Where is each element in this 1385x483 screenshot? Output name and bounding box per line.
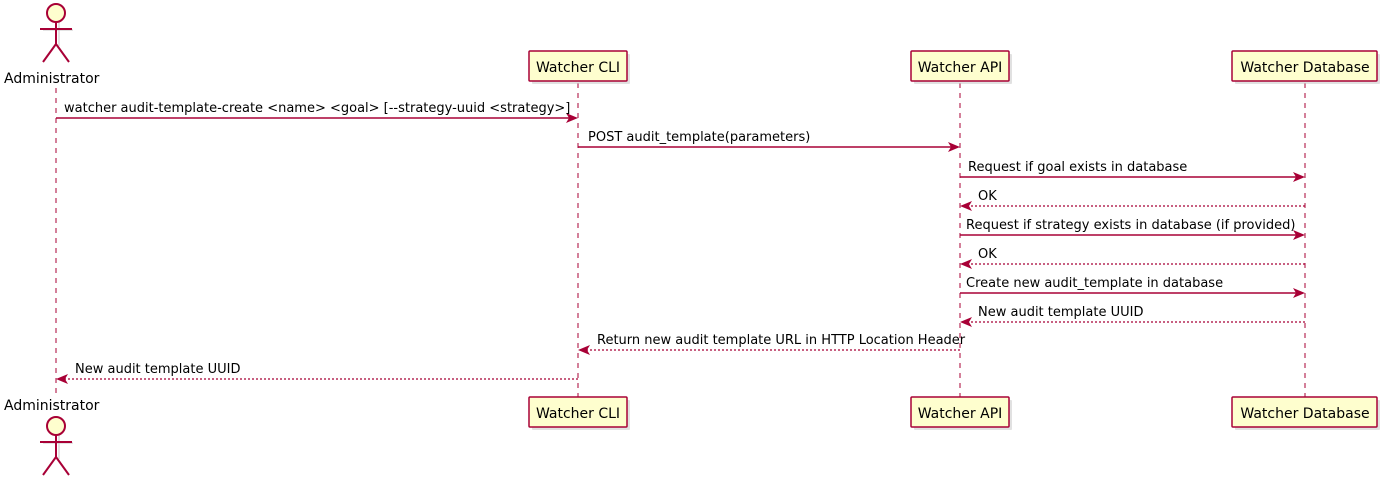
message-2[interactable]: POST audit_template(parameters) xyxy=(578,130,960,152)
message-arrowhead-8 xyxy=(960,317,972,327)
participant-box-watcher-cli-top[interactable]: Watcher CLI xyxy=(528,50,630,84)
message-9[interactable]: Return new audit template URL in HTTP Lo… xyxy=(578,333,966,355)
message-3[interactable]: Request if goal exists in database xyxy=(960,160,1305,182)
actor-head-icon-bottom xyxy=(46,416,66,436)
actor-shadow-bottom xyxy=(43,435,73,459)
message-arrowhead-7 xyxy=(1293,288,1305,298)
message-label-6: OK xyxy=(978,247,997,262)
actor-leg-left-icon xyxy=(42,43,57,63)
participant-box-watcher-cli-bottom[interactable]: Watcher CLI xyxy=(528,396,630,430)
participant-rect-watcher-api-top xyxy=(910,50,1010,82)
participant-rect-watcher-api-bottom xyxy=(910,396,1010,428)
lifelines xyxy=(55,83,1306,398)
message-arrowhead-2 xyxy=(948,142,960,152)
message-arrowhead-10 xyxy=(56,374,68,384)
actor-label-administrator-bottom: Administrator xyxy=(4,398,100,414)
participant-box-watcher-api-bottom[interactable]: Watcher API xyxy=(910,396,1012,430)
actor-label-administrator-top: Administrator xyxy=(4,71,100,87)
actor-shadow-top xyxy=(43,22,73,46)
message-arrowhead-1 xyxy=(566,113,578,123)
message-10[interactable]: New audit template UUID xyxy=(56,362,578,384)
message-7[interactable]: Create new audit_template in database xyxy=(960,276,1305,298)
message-4[interactable]: OK xyxy=(960,189,1305,211)
message-arrowhead-3 xyxy=(1293,172,1305,182)
message-label-5: Request if strategy exists in database (… xyxy=(966,218,1295,233)
participant-rect-watcher-database-bottom xyxy=(1231,396,1378,428)
participant-label-watcher-database-bottom: Watcher Database xyxy=(1240,406,1369,422)
participant-box-watcher-api-top[interactable]: Watcher API xyxy=(910,50,1012,84)
message-arrowhead-4 xyxy=(960,201,972,211)
message-5[interactable]: Request if strategy exists in database (… xyxy=(960,218,1305,240)
actor-administrator-top[interactable]: Administrator xyxy=(4,3,100,87)
participant-rect-watcher-database-top xyxy=(1231,50,1378,82)
message-1[interactable]: watcher audit-template-create <name> <go… xyxy=(56,101,578,123)
participant-label-watcher-api-bottom: Watcher API xyxy=(918,406,1003,422)
message-label-9: Return new audit template URL in HTTP Lo… xyxy=(597,333,966,348)
participant-label-watcher-database-top: Watcher Database xyxy=(1240,60,1369,76)
message-6[interactable]: OK xyxy=(960,247,1305,269)
participant-label-watcher-cli-bottom: Watcher CLI xyxy=(536,406,620,422)
participant-label-watcher-cli-top: Watcher CLI xyxy=(536,60,620,76)
participant-rect-watcher-cli-top xyxy=(528,50,628,82)
actor-head-icon xyxy=(46,3,66,23)
actor-leg-right-icon xyxy=(55,43,70,63)
message-label-3: Request if goal exists in database xyxy=(968,160,1187,175)
actor-leg-right-icon-bottom xyxy=(55,456,70,476)
actor-administrator-bottom[interactable]: Administrator xyxy=(4,398,100,476)
message-arrowhead-6 xyxy=(960,259,972,269)
participant-rect-watcher-cli-bottom xyxy=(528,396,628,428)
message-8[interactable]: New audit template UUID xyxy=(960,305,1305,327)
actor-leg-left-icon-bottom xyxy=(42,456,57,476)
participant-box-watcher-database-bottom[interactable]: Watcher Database xyxy=(1231,396,1380,430)
message-label-2: POST audit_template(parameters) xyxy=(588,130,810,145)
message-arrowhead-5 xyxy=(1293,230,1305,240)
message-label-7: Create new audit_template in database xyxy=(966,276,1223,291)
message-label-1: watcher audit-template-create <name> <go… xyxy=(64,101,570,116)
message-label-8: New audit template UUID xyxy=(978,305,1143,320)
message-label-10: New audit template UUID xyxy=(75,362,240,377)
message-arrowhead-9 xyxy=(578,345,590,355)
participant-label-watcher-api-top: Watcher API xyxy=(918,60,1003,76)
message-label-4: OK xyxy=(978,189,997,204)
participant-box-watcher-database-top[interactable]: Watcher Database xyxy=(1231,50,1380,84)
